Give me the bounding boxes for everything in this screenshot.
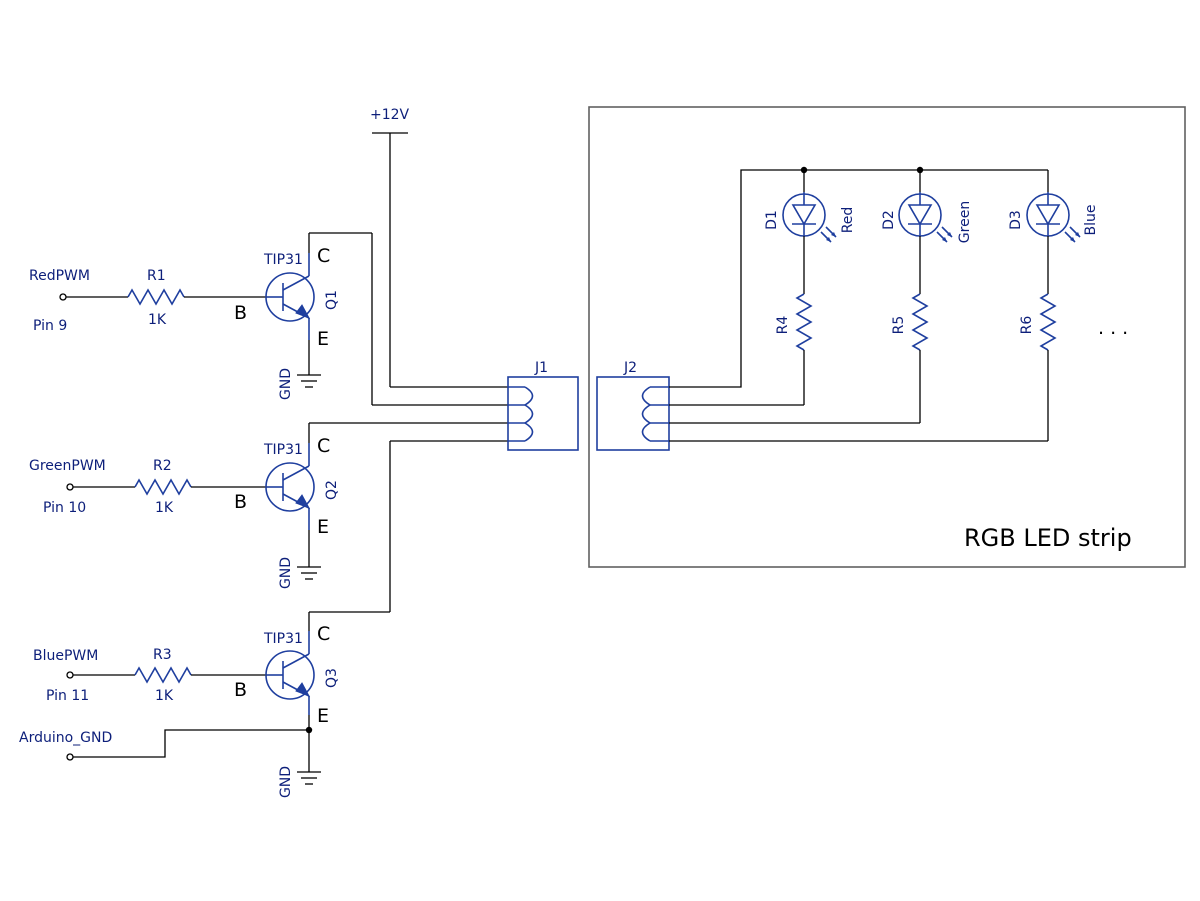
input-label-arduino-gnd: Arduino_GND xyxy=(19,730,112,746)
connector-j2-ref: J2 xyxy=(623,360,637,376)
q2-ref: Q2 xyxy=(324,480,340,500)
led-d2-ref: D2 xyxy=(881,210,897,230)
led-strip-frame xyxy=(588,106,1186,568)
gnd-label-q3: GND xyxy=(278,766,294,798)
resistor-r4 xyxy=(795,293,813,351)
power-supply-12v: +12V xyxy=(370,107,508,388)
gnd-label-q2: GND xyxy=(278,557,294,589)
ground-symbol-q1 xyxy=(297,374,321,388)
resistor-r6 xyxy=(1039,293,1057,351)
input-terminal-arduino-gnd xyxy=(66,753,74,761)
continuation-ellipsis: . . . xyxy=(1098,317,1128,339)
connector-j1: J1 xyxy=(507,360,579,451)
led-d1-color: Red xyxy=(840,207,856,234)
input-terminal-red xyxy=(59,293,67,301)
resistor-r1-value: 1K xyxy=(148,312,167,328)
resistor-r3 xyxy=(134,666,192,684)
input-label-redpwm: RedPWM xyxy=(29,268,90,284)
input-pin-10: Pin 10 xyxy=(43,500,86,516)
connector-j1-ref: J1 xyxy=(534,360,548,376)
q1-emitter-label: E xyxy=(317,328,329,350)
resistor-r4-ref: R4 xyxy=(775,316,791,335)
resistor-r2-value: 1K xyxy=(155,500,174,516)
resistor-r5 xyxy=(911,293,929,351)
input-label-bluepwm: BluePWM xyxy=(33,648,98,664)
channel-green: GreenPWM Pin 10 R2 1K TIP31 C B E Q2 xyxy=(29,422,508,589)
q1-ref: Q1 xyxy=(324,290,340,310)
input-pin-11: Pin 11 xyxy=(46,688,89,704)
led-d3 xyxy=(1026,170,1081,243)
q3-collector-label: C xyxy=(317,623,330,645)
input-pin-9: Pin 9 xyxy=(33,318,67,334)
resistor-r3-value: 1K xyxy=(155,688,174,704)
power-label: +12V xyxy=(370,107,410,123)
led-d3-ref: D3 xyxy=(1008,210,1024,230)
led-strip-title: RGB LED strip xyxy=(964,524,1132,552)
resistor-r2-ref: R2 xyxy=(153,458,172,474)
q3-part: TIP31 xyxy=(263,631,303,647)
input-terminal-green xyxy=(66,483,74,491)
input-label-greenpwm: GreenPWM xyxy=(29,458,106,474)
transistor-q1 xyxy=(265,253,315,340)
led-d2-color: Green xyxy=(957,201,973,243)
q2-emitter-label: E xyxy=(317,516,329,538)
q1-part: TIP31 xyxy=(263,252,303,268)
q3-emitter-label: E xyxy=(317,705,329,727)
q2-collector-label: C xyxy=(317,435,330,457)
led-d2 xyxy=(898,170,953,243)
transistor-q2 xyxy=(265,443,315,530)
channel-blue: BluePWM Pin 11 R3 1K TIP31 C B E Q3 xyxy=(19,440,508,798)
resistor-r6-ref: R6 xyxy=(1019,316,1035,335)
resistor-r2 xyxy=(134,478,192,496)
connector-j2: J2 xyxy=(596,360,670,451)
ground-symbol-q2 xyxy=(297,566,321,580)
resistor-r1-ref: R1 xyxy=(147,268,166,284)
resistor-r5-ref: R5 xyxy=(891,316,907,335)
led-d1-ref: D1 xyxy=(764,210,780,230)
q3-ref: Q3 xyxy=(324,668,340,688)
q1-collector-label: C xyxy=(317,245,330,267)
led-d1 xyxy=(782,170,837,243)
q3-base-label: B xyxy=(234,679,247,701)
gnd-label-q1: GND xyxy=(278,368,294,400)
ground-symbol-q3 xyxy=(297,771,321,785)
transistor-q3 xyxy=(265,631,315,715)
led-d3-color: Blue xyxy=(1083,205,1099,236)
channel-red: RedPWM Pin 9 R1 1K TIP31 C B E Q1 xyxy=(29,232,508,406)
q2-base-label: B xyxy=(234,491,247,513)
input-terminal-blue xyxy=(66,671,74,679)
q1-base-label: B xyxy=(234,302,247,324)
resistor-r3-ref: R3 xyxy=(153,647,172,663)
resistor-r1 xyxy=(127,288,185,306)
q2-part: TIP31 xyxy=(263,442,303,458)
